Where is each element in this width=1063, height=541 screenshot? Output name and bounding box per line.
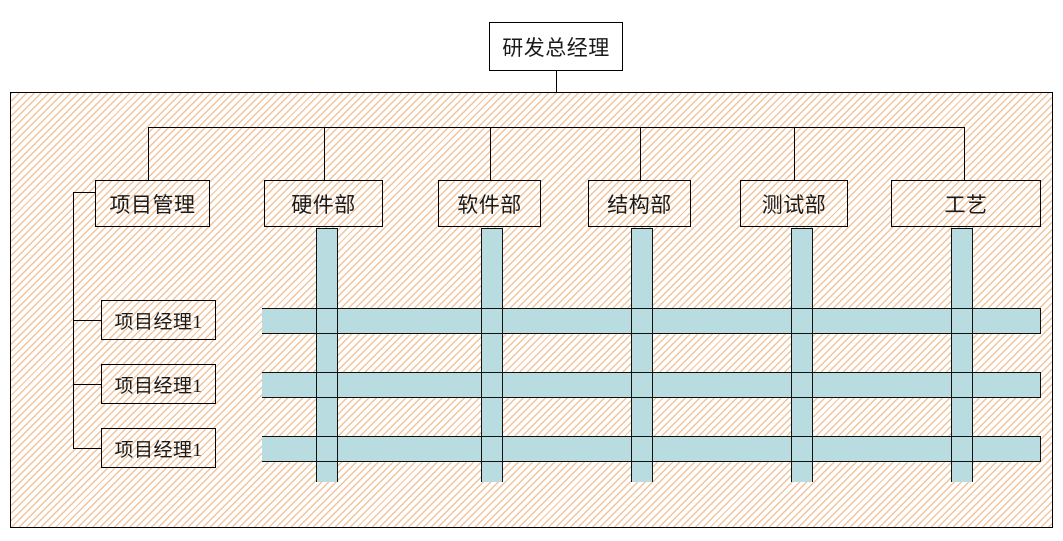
connector-drop-structure: [640, 127, 641, 180]
box-general-manager: 研发总经理: [489, 22, 623, 71]
box-department-project-management-label: 项目管理: [109, 192, 196, 217]
department-bar-structure-overlay-1: [631, 309, 653, 333]
box-department-process-label: 工艺: [944, 192, 988, 217]
box-department-test: 测试部: [740, 180, 848, 227]
department-bar-structure-overlay-3: [631, 437, 653, 461]
box-department-hardware-label: 硬件部: [291, 192, 356, 217]
department-bar-hardware-overlay-2: [316, 373, 338, 397]
box-department-structure: 结构部: [588, 180, 691, 227]
department-bar-process-overlay-3: [951, 437, 973, 461]
department-bar-hardware-overlay-3: [316, 437, 338, 461]
department-bar-structure-overlay-2: [631, 373, 653, 397]
box-project-manager-1: 项目经理1: [101, 300, 216, 340]
connector-bus-horizontal: [148, 127, 964, 128]
department-bar-process-overlay-1: [951, 309, 973, 333]
box-project-manager-2-label: 项目经理1: [114, 375, 203, 397]
connector-pm-spine-top-stub: [73, 192, 102, 193]
department-bar-process-overlay-2: [951, 373, 973, 397]
department-bar-hardware: [316, 228, 338, 482]
connector-pm-stub-3: [73, 448, 102, 449]
department-bar-hardware-overlay-1: [316, 309, 338, 333]
box-department-test-label: 测试部: [761, 192, 827, 217]
box-project-manager-3: 项目经理1: [101, 428, 216, 468]
connector-drop-test: [794, 127, 795, 180]
connector-pm-stub-1: [73, 320, 102, 321]
box-department-software-label: 软件部: [457, 192, 522, 217]
box-department-structure-label: 结构部: [607, 192, 672, 217]
department-bar-test-overlay-2: [791, 373, 813, 397]
department-bar-structure: [631, 228, 653, 482]
department-bar-test-overlay-1: [791, 309, 813, 333]
box-project-manager-2: 项目经理1: [101, 364, 216, 404]
department-bar-software-overlay-3: [481, 437, 503, 461]
department-bar-process: [951, 228, 973, 482]
department-bar-software: [481, 228, 503, 482]
connector-drop-software: [490, 127, 491, 180]
department-bar-software-overlay-1: [481, 309, 503, 333]
box-department-software: 软件部: [438, 180, 541, 227]
box-department-hardware: 硬件部: [264, 180, 383, 227]
department-bar-test: [791, 228, 813, 482]
box-project-manager-3-label: 项目经理1: [114, 439, 203, 461]
department-bar-test-overlay-3: [791, 437, 813, 461]
department-bar-software-overlay-2: [481, 373, 503, 397]
box-department-project-management: 项目管理: [95, 180, 210, 227]
box-project-manager-1-label: 项目经理1: [114, 311, 203, 333]
box-department-process: 工艺: [891, 180, 1041, 227]
connector-drop-project-management: [148, 127, 149, 180]
connector-drop-process: [964, 127, 965, 180]
connector-pm-stub-2: [73, 384, 102, 385]
box-general-manager-label: 研发总经理: [502, 35, 610, 60]
connector-drop-hardware: [324, 127, 325, 180]
